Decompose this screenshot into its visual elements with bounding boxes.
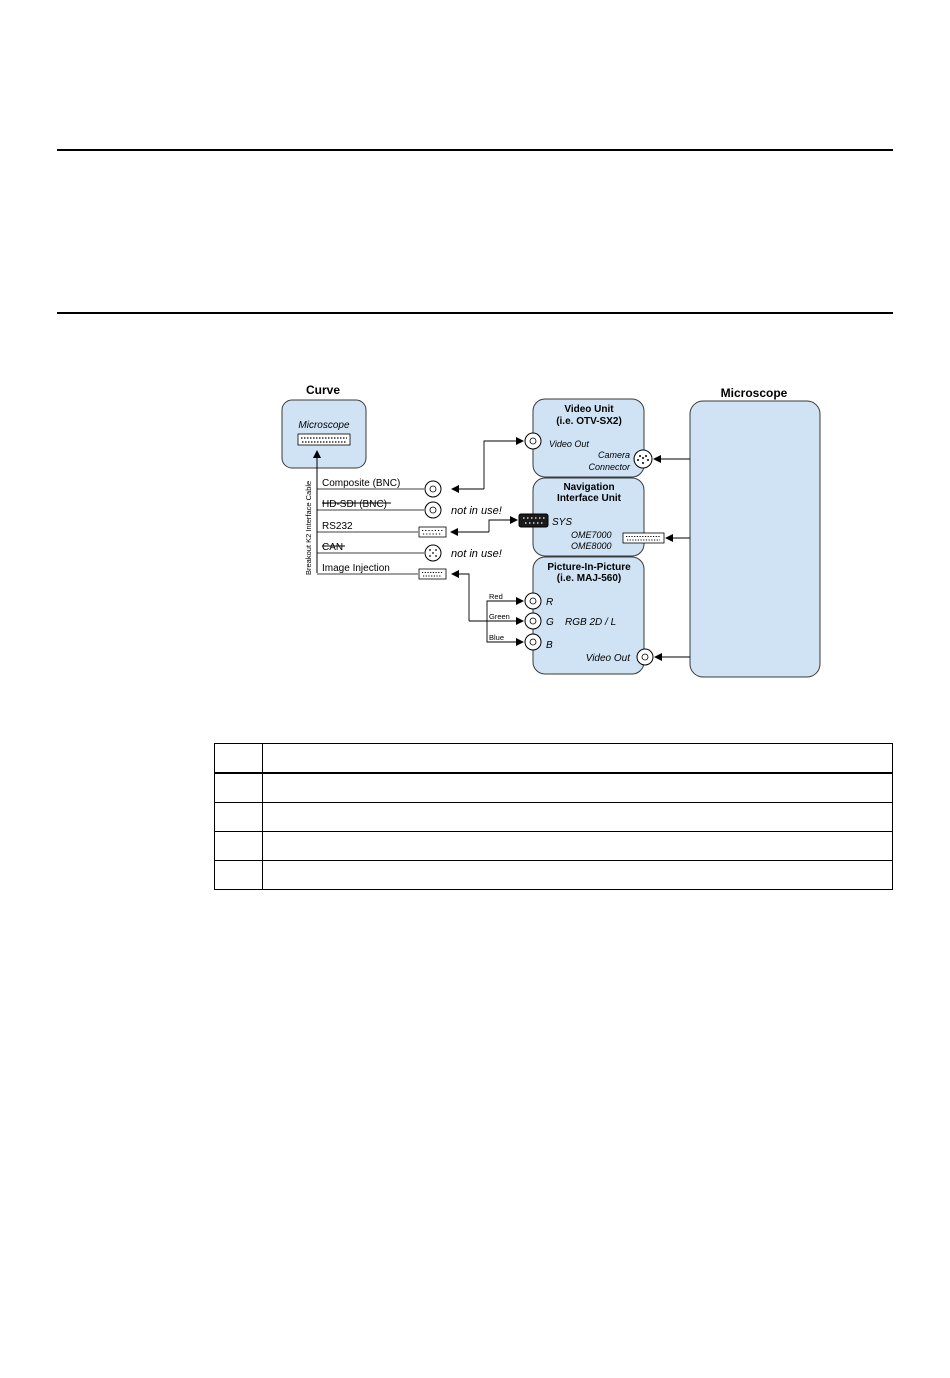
legend-table xyxy=(214,743,893,890)
curve-title: Curve xyxy=(306,383,340,397)
table-row xyxy=(214,802,893,832)
pip-unit-b: B xyxy=(546,640,553,651)
wire-red-label: Red xyxy=(489,592,503,601)
nav-unit-title-2: Interface Unit xyxy=(557,493,622,504)
hdsdi-not-in-use: not in use! xyxy=(451,505,502,517)
nav-unit-ome8000: OME8000 xyxy=(571,541,612,551)
nav-unit-title-1: Navigation xyxy=(563,482,614,493)
video-unit-connector: Connector xyxy=(588,462,631,472)
table-cell-text xyxy=(262,860,893,890)
composite-label: Composite (BNC) xyxy=(322,478,400,489)
video-unit-video-out: Video Out xyxy=(549,439,589,449)
wire-green-label: Green xyxy=(489,612,510,621)
image-injection-connector-icon xyxy=(418,568,447,580)
table-cell-text xyxy=(262,802,893,832)
nav-unit-ome7000: OME7000 xyxy=(571,530,612,540)
g-bnc-icon xyxy=(524,612,542,630)
pip-unit-rgb: RGB 2D / L xyxy=(565,617,616,628)
sys-serial-port-icon xyxy=(518,513,549,528)
rs232-to-sys-line xyxy=(488,516,518,532)
curve-connector-icon xyxy=(297,433,351,446)
table-header-row xyxy=(214,743,893,774)
table-cell-num xyxy=(214,743,263,774)
hdsdi-bnc-icon xyxy=(424,501,442,519)
wire-blue-label: Blue xyxy=(489,633,504,642)
nav-unit-sys: SYS xyxy=(552,517,572,528)
microscope-box xyxy=(689,400,821,678)
video-out-bnc-icon xyxy=(524,432,542,450)
table-cell-text xyxy=(262,831,893,861)
table-row xyxy=(214,860,893,890)
table-cell-text xyxy=(262,772,893,803)
table-row xyxy=(214,772,893,803)
rgb-to-image-injection-line xyxy=(451,570,470,621)
table-cell-num xyxy=(214,860,263,890)
pip-unit-video-out: Video Out xyxy=(586,653,632,664)
ome-connector-icon xyxy=(622,532,665,544)
pip-unit-r: R xyxy=(546,597,553,608)
table-cell-num xyxy=(214,831,263,861)
table-row xyxy=(214,831,893,861)
table-cell-text xyxy=(262,743,893,774)
pip-video-out-bnc-icon xyxy=(636,648,654,666)
table-cell-num xyxy=(214,802,263,832)
connection-diagram: Curve Microscope Microscope Video Unit (… xyxy=(281,383,821,678)
rs232-label: RS232 xyxy=(322,521,353,532)
image-injection-label: Image Injection xyxy=(322,563,390,574)
can-connector-icon xyxy=(424,544,442,562)
table-cell-num xyxy=(214,772,263,803)
video-unit-camera: Camera xyxy=(598,450,630,460)
pip-unit-title-1: Picture-In-Picture xyxy=(547,562,631,573)
video-unit-title-2: (i.e. OTV-SX2) xyxy=(556,416,622,427)
hdsdi-label: HD-SDI (BNC) xyxy=(322,499,387,510)
rs232-connector-icon xyxy=(418,526,447,538)
curve-box-label: Microscope xyxy=(298,420,350,431)
middle-rule xyxy=(57,312,893,314)
pip-unit-title-2: (i.e. MAJ-560) xyxy=(557,573,621,584)
video-unit-title-1: Video Unit xyxy=(564,404,614,415)
can-not-in-use: not in use! xyxy=(451,548,502,560)
r-bnc-icon xyxy=(524,592,542,610)
b-bnc-icon xyxy=(524,633,542,651)
camera-connector-icon xyxy=(633,449,653,469)
top-rule xyxy=(57,149,893,151)
breakout-cable-label: Breakout K2 Interface Cable xyxy=(304,481,313,575)
can-label: CAN xyxy=(322,542,343,553)
microscope-title: Microscope xyxy=(721,386,788,400)
composite-to-video-out-line xyxy=(483,437,524,489)
composite-bnc-icon xyxy=(424,480,442,498)
pip-unit-g: G xyxy=(546,617,554,628)
